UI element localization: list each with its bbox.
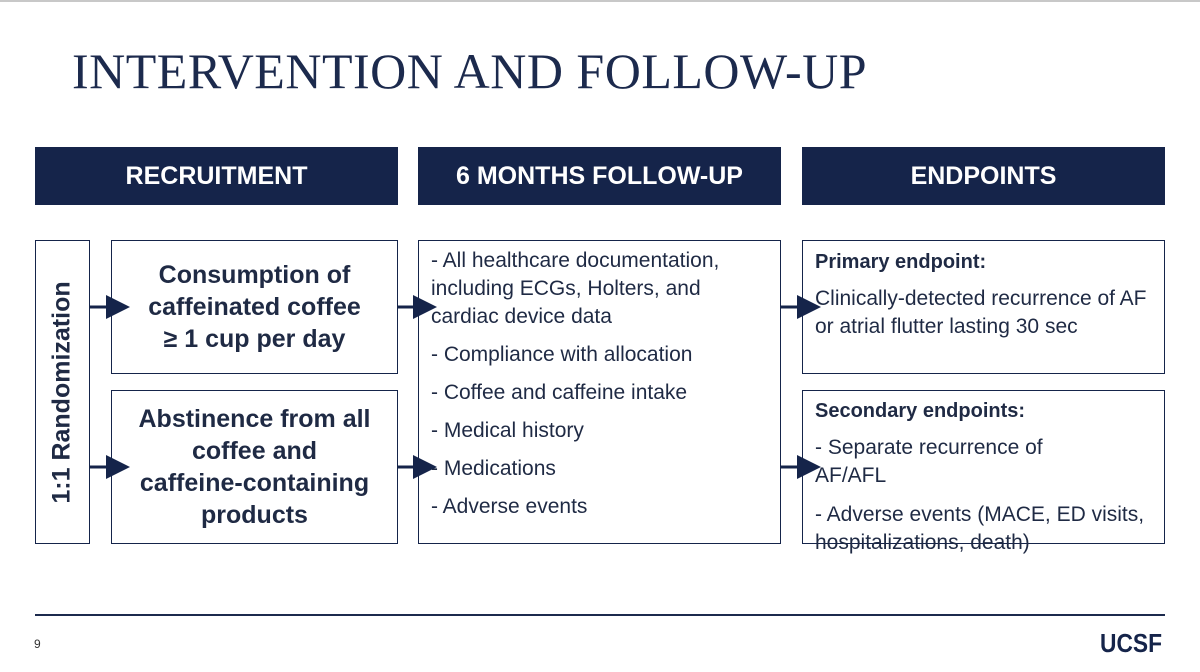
- primary-endpoint-box: [802, 240, 1165, 374]
- bottom-rule: [35, 614, 1165, 616]
- slide-title: INTERVENTION AND FOLLOW-UP: [72, 43, 868, 99]
- secondary-endpoint-item: - Adverse events (MACE, ED visits, hospi…: [815, 503, 1145, 554]
- follow-up-box: [418, 240, 781, 544]
- coffee-arm-text: Consumption of caffeinated coffee ≥ 1 cu…: [148, 261, 361, 353]
- follow-up-list: - All healthcare documentation, includin…: [431, 247, 771, 531]
- page-number: 9: [34, 637, 41, 651]
- follow-up-item: - All healthcare documentation, includin…: [431, 249, 720, 328]
- ucsf-logo: UCSF: [1100, 628, 1162, 658]
- header-recruitment: RECRUITMENT: [35, 147, 398, 205]
- abstinence-arm-text: Abstinence from all coffee and caffeine-…: [138, 405, 371, 529]
- header-follow-up: 6 MONTHS FOLLOW-UP: [418, 147, 781, 205]
- follow-up-item: - Adverse events: [431, 495, 588, 518]
- primary-endpoint-text: Clinically-detected recurrence of AF or …: [815, 287, 1147, 338]
- follow-up-item: - Medications: [431, 457, 556, 480]
- secondary-endpoint-heading: Secondary endpoints:: [815, 400, 1026, 422]
- coffee-arm-text-wrap: Consumption of caffeinated coffee ≥ 1 cu…: [111, 240, 398, 374]
- follow-up-item: - Coffee and caffeine intake: [431, 381, 688, 404]
- abstinence-arm-text-wrap: Abstinence from all coffee and caffeine-…: [111, 390, 398, 544]
- top-rule: [0, 0, 1200, 2]
- follow-up-item: - Medical history: [431, 419, 584, 442]
- randomization-box: [35, 240, 90, 544]
- header-endpoints: ENDPOINTS: [802, 147, 1165, 205]
- secondary-endpoint-box: [802, 390, 1165, 544]
- follow-up-item: - Compliance with allocation: [431, 343, 693, 366]
- ucsf-logo-text: UCSF: [1100, 628, 1162, 658]
- abstinence-arm-box: [111, 390, 398, 544]
- secondary-endpoint-item: - Separate recurrence of AF/AFL: [815, 436, 1043, 487]
- coffee-arm-box: [111, 240, 398, 374]
- primary-endpoint-heading: Primary endpoint:: [815, 251, 987, 273]
